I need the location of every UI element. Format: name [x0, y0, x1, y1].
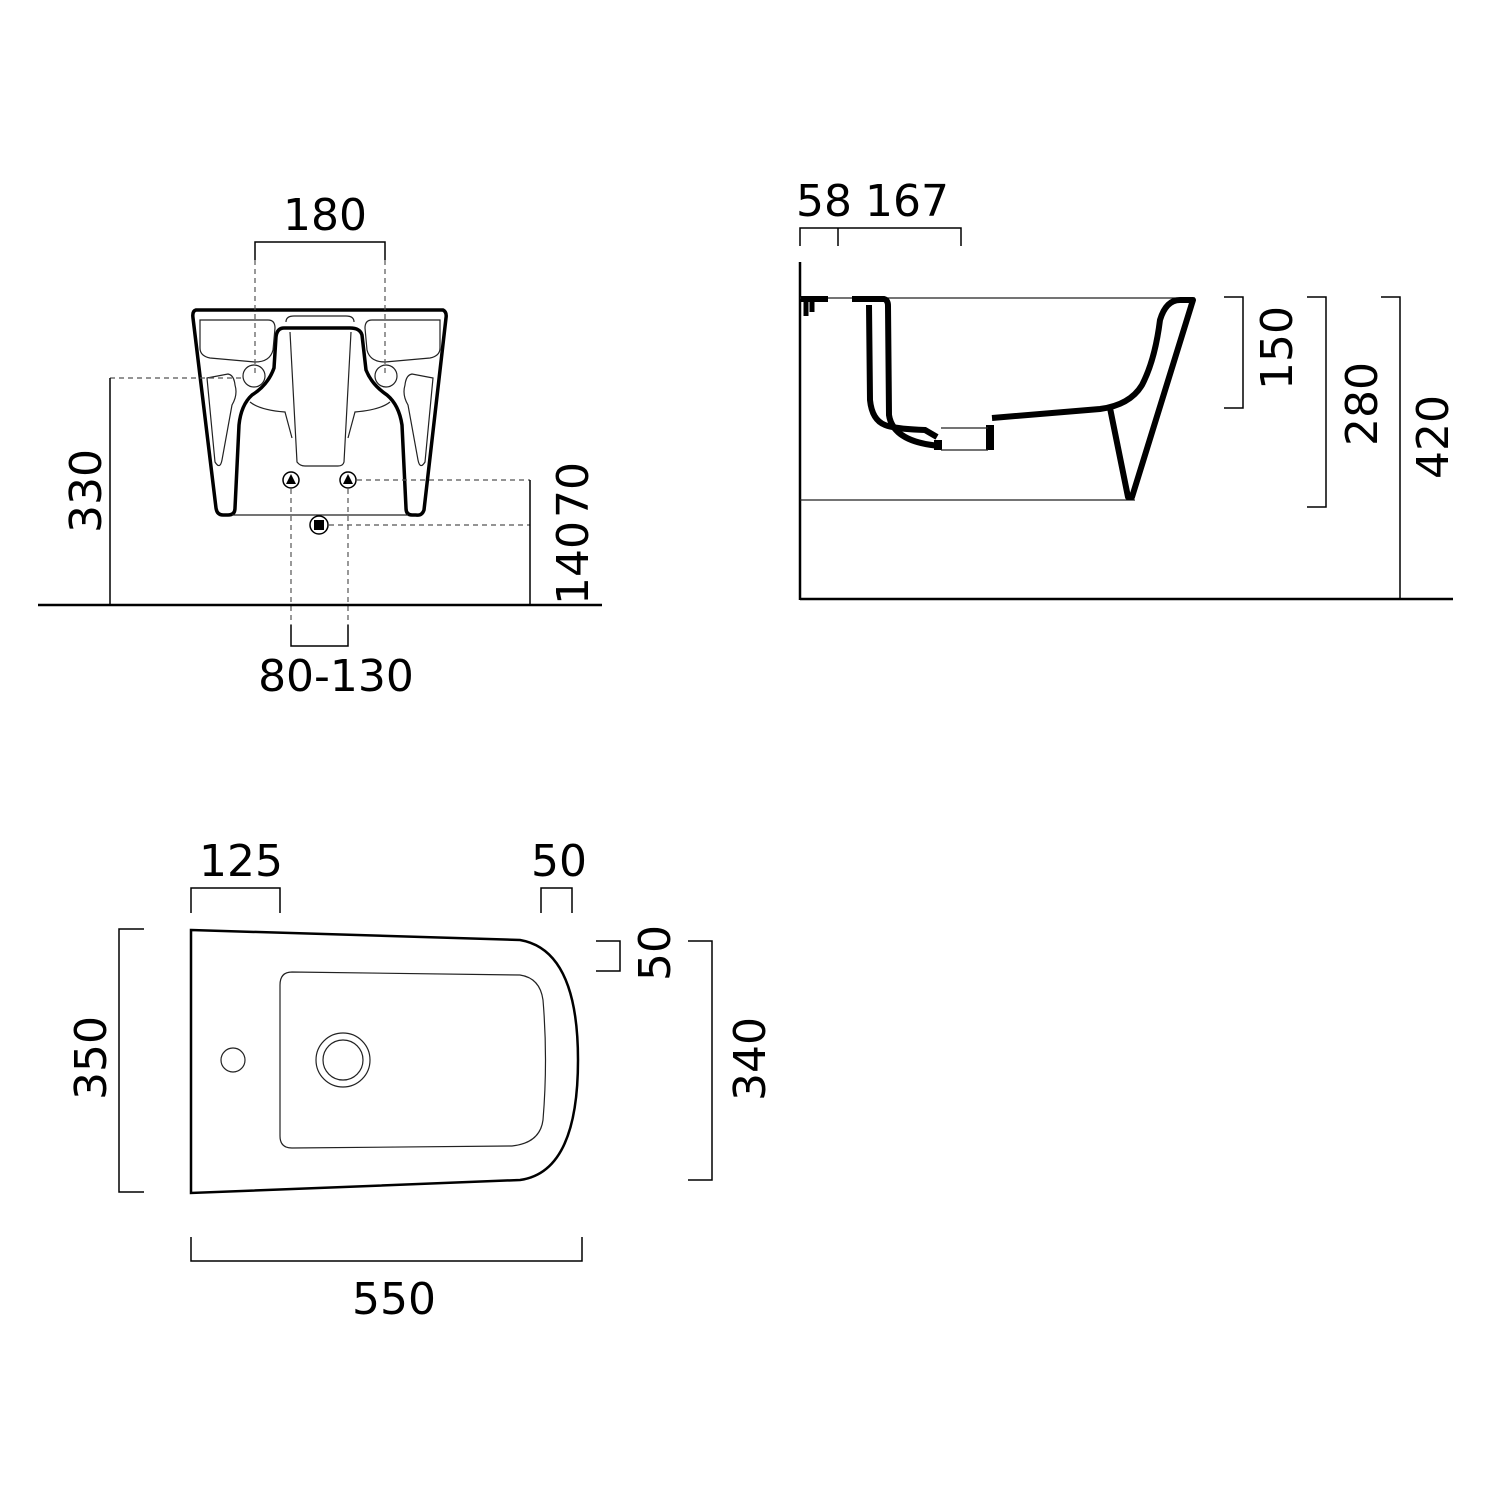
dim-label-180: 180 — [283, 190, 367, 241]
drain-outer — [315, 1032, 371, 1088]
dim-label-167: 167 — [865, 176, 949, 227]
front-center-channel — [289, 331, 352, 467]
dim-line-50-x — [540, 887, 573, 913]
front-inner-edge — [249, 401, 391, 439]
bowl-section-back — [801, 296, 941, 449]
dim-label-140: 140 — [548, 521, 599, 605]
front-cavity-left-upper — [199, 319, 276, 363]
dim-line-125 — [190, 887, 281, 913]
dim-label-125: 125 — [199, 836, 283, 887]
front-cavity-left-lower — [206, 373, 237, 467]
water-supply-left — [282, 471, 300, 489]
dim-label-280: 280 — [1337, 362, 1388, 446]
dim-line-340 — [688, 940, 713, 1181]
front-top-edge — [285, 315, 355, 323]
dim-label-58: 58 — [796, 176, 852, 227]
top-view: 125 50 50 340 350 550 — [66, 836, 776, 1325]
dim-line-280 — [1307, 296, 1327, 508]
front-cavity-right-upper — [364, 319, 441, 363]
dim-label-150: 150 — [1252, 306, 1303, 390]
front-cavity-right-lower — [403, 373, 434, 467]
dim-line-350 — [118, 928, 144, 1193]
dim-label-350: 350 — [66, 1016, 117, 1100]
drain-inner — [322, 1039, 364, 1081]
bowl-section-front — [991, 297, 1196, 500]
front-view: 180 330 70 140 80-130 — [38, 190, 602, 702]
dim-label-70: 70 — [548, 462, 599, 518]
waste-outlet — [309, 515, 329, 535]
bowl-opening — [279, 971, 547, 1149]
dim-line-58-167 — [799, 227, 962, 246]
top-outline — [189, 928, 580, 1195]
dim-line-150 — [1224, 296, 1244, 409]
dim-line-550 — [190, 1237, 583, 1262]
dim-label-50-y: 50 — [630, 925, 681, 981]
dim-label-550: 550 — [352, 1274, 436, 1325]
dim-label-420: 420 — [1408, 395, 1459, 479]
fixing-hole-left — [242, 364, 266, 388]
fixing-hole-right — [374, 364, 398, 388]
dim-line-420 — [1381, 296, 1401, 600]
dim-label-340: 340 — [725, 1017, 776, 1101]
dim-label-80-130: 80-130 — [258, 651, 414, 702]
dim-line-80-130 — [290, 625, 349, 647]
dim-line-50-y — [596, 940, 621, 972]
tap-hole — [220, 1047, 246, 1073]
water-supply-right — [339, 471, 357, 489]
dim-label-50-x: 50 — [531, 836, 587, 887]
dim-label-330: 330 — [61, 449, 112, 533]
front-outline — [191, 308, 448, 517]
side-view: 58 167 150 280 420 — [796, 176, 1459, 601]
dim-line-180 — [254, 241, 386, 260]
